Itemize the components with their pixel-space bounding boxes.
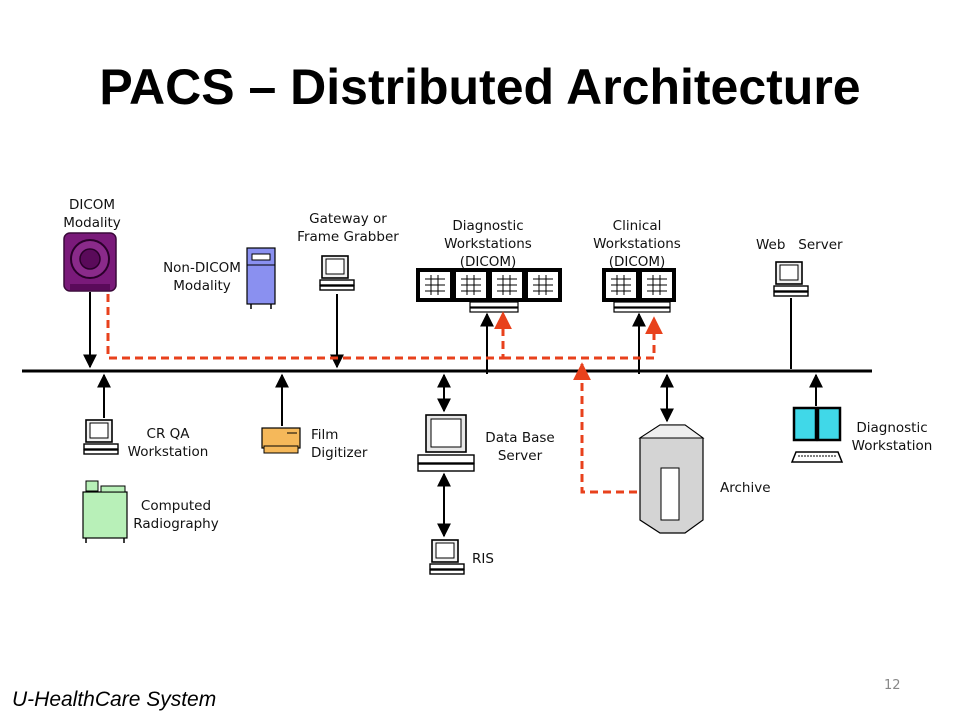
diagnostic-workstation-label-line1: Diagnostic <box>856 420 928 436</box>
non-dicom-modality-label-line1: Non-DICOM <box>163 260 241 276</box>
cr-qa-workstation-icon <box>83 419 119 455</box>
archive-icon <box>638 424 705 534</box>
clinical-workstations-label-line3: (DICOM) <box>608 254 666 270</box>
gateway-label-line1: Gateway or <box>309 211 387 227</box>
dicom-modality-label-line1: DICOM <box>68 197 116 213</box>
gateway-label: Gateway or Frame Grabber <box>288 210 408 246</box>
film-digitizer-label-line1: Film <box>311 427 339 443</box>
clinical-workstations-icon <box>602 268 676 313</box>
ris-computer-icon <box>429 539 465 575</box>
film-digitizer-label: Film Digitizer <box>311 426 367 462</box>
diagnostic-workstations-label-line2: Workstations <box>444 236 532 252</box>
computed-radiography-label: Computed Radiography <box>126 497 226 533</box>
dashed-flow-to-clinical <box>503 316 663 360</box>
dashed-flow-archive-to-network <box>573 362 637 494</box>
cr-qa-workstation-label-line2: Workstation <box>127 444 209 460</box>
dashed-flow-modality-to-diagnostic <box>106 294 512 360</box>
database-server-label-line2: Server <box>497 448 543 464</box>
dicom-modality-icon <box>63 232 117 292</box>
non-dicom-modality-label: Non-DICOM Modality <box>152 259 252 295</box>
footer-text: U-HealthCare System <box>12 688 217 711</box>
web-server-label: Web Server <box>756 237 843 253</box>
non-dicom-modality-icon <box>246 247 276 309</box>
database-server-icon <box>417 414 475 472</box>
diagnostic-workstations-label: Diagnostic Workstations (DICOM) <box>428 217 548 271</box>
page-number: 12 <box>884 678 901 693</box>
clinical-workstations-label-line2: Workstations <box>593 236 681 252</box>
database-server-label-line1: Data Base <box>485 430 555 446</box>
diagnostic-workstations-icon <box>416 268 562 313</box>
clinical-workstations-label-line1: Clinical <box>612 218 662 234</box>
diagnostic-workstation-label: Diagnostic Workstation <box>840 419 944 455</box>
connection-arrows <box>83 292 823 538</box>
diagnostic-workstations-label-line1: Diagnostic <box>452 218 524 234</box>
film-digitizer-icon <box>261 427 301 454</box>
film-digitizer-label-line2: Digitizer <box>311 445 368 461</box>
database-server-label: Data Base Server <box>474 429 566 465</box>
dicom-modality-label-line2: Modality <box>63 215 121 231</box>
cr-qa-workstation-label-line1: CR QA <box>146 426 190 442</box>
diagnostic-workstations-label-line3: (DICOM) <box>459 254 517 270</box>
web-server-computer-icon <box>773 261 809 297</box>
dicom-modality-label: DICOM Modality <box>52 196 132 232</box>
computed-radiography-label-line1: Computed <box>140 498 212 514</box>
non-dicom-modality-label-line2: Modality <box>173 278 231 294</box>
archive-label: Archive <box>720 480 771 496</box>
diagnostic-workstation-label-line2: Workstation <box>851 438 933 454</box>
slide-title: PACS – Distributed Architecture <box>99 59 861 115</box>
clinical-workstations-label: Clinical Workstations (DICOM) <box>577 217 697 271</box>
ris-label: RIS <box>472 551 494 567</box>
diagnostic-workstation-icon <box>790 406 844 463</box>
gateway-computer-icon <box>319 255 355 291</box>
gateway-label-line2: Frame Grabber <box>297 229 399 245</box>
computed-radiography-label-line2: Radiography <box>133 516 219 532</box>
computed-radiography-icon <box>82 480 128 543</box>
dashed-data-flows <box>106 294 663 494</box>
cr-qa-workstation-label: CR QA Workstation <box>118 425 218 461</box>
